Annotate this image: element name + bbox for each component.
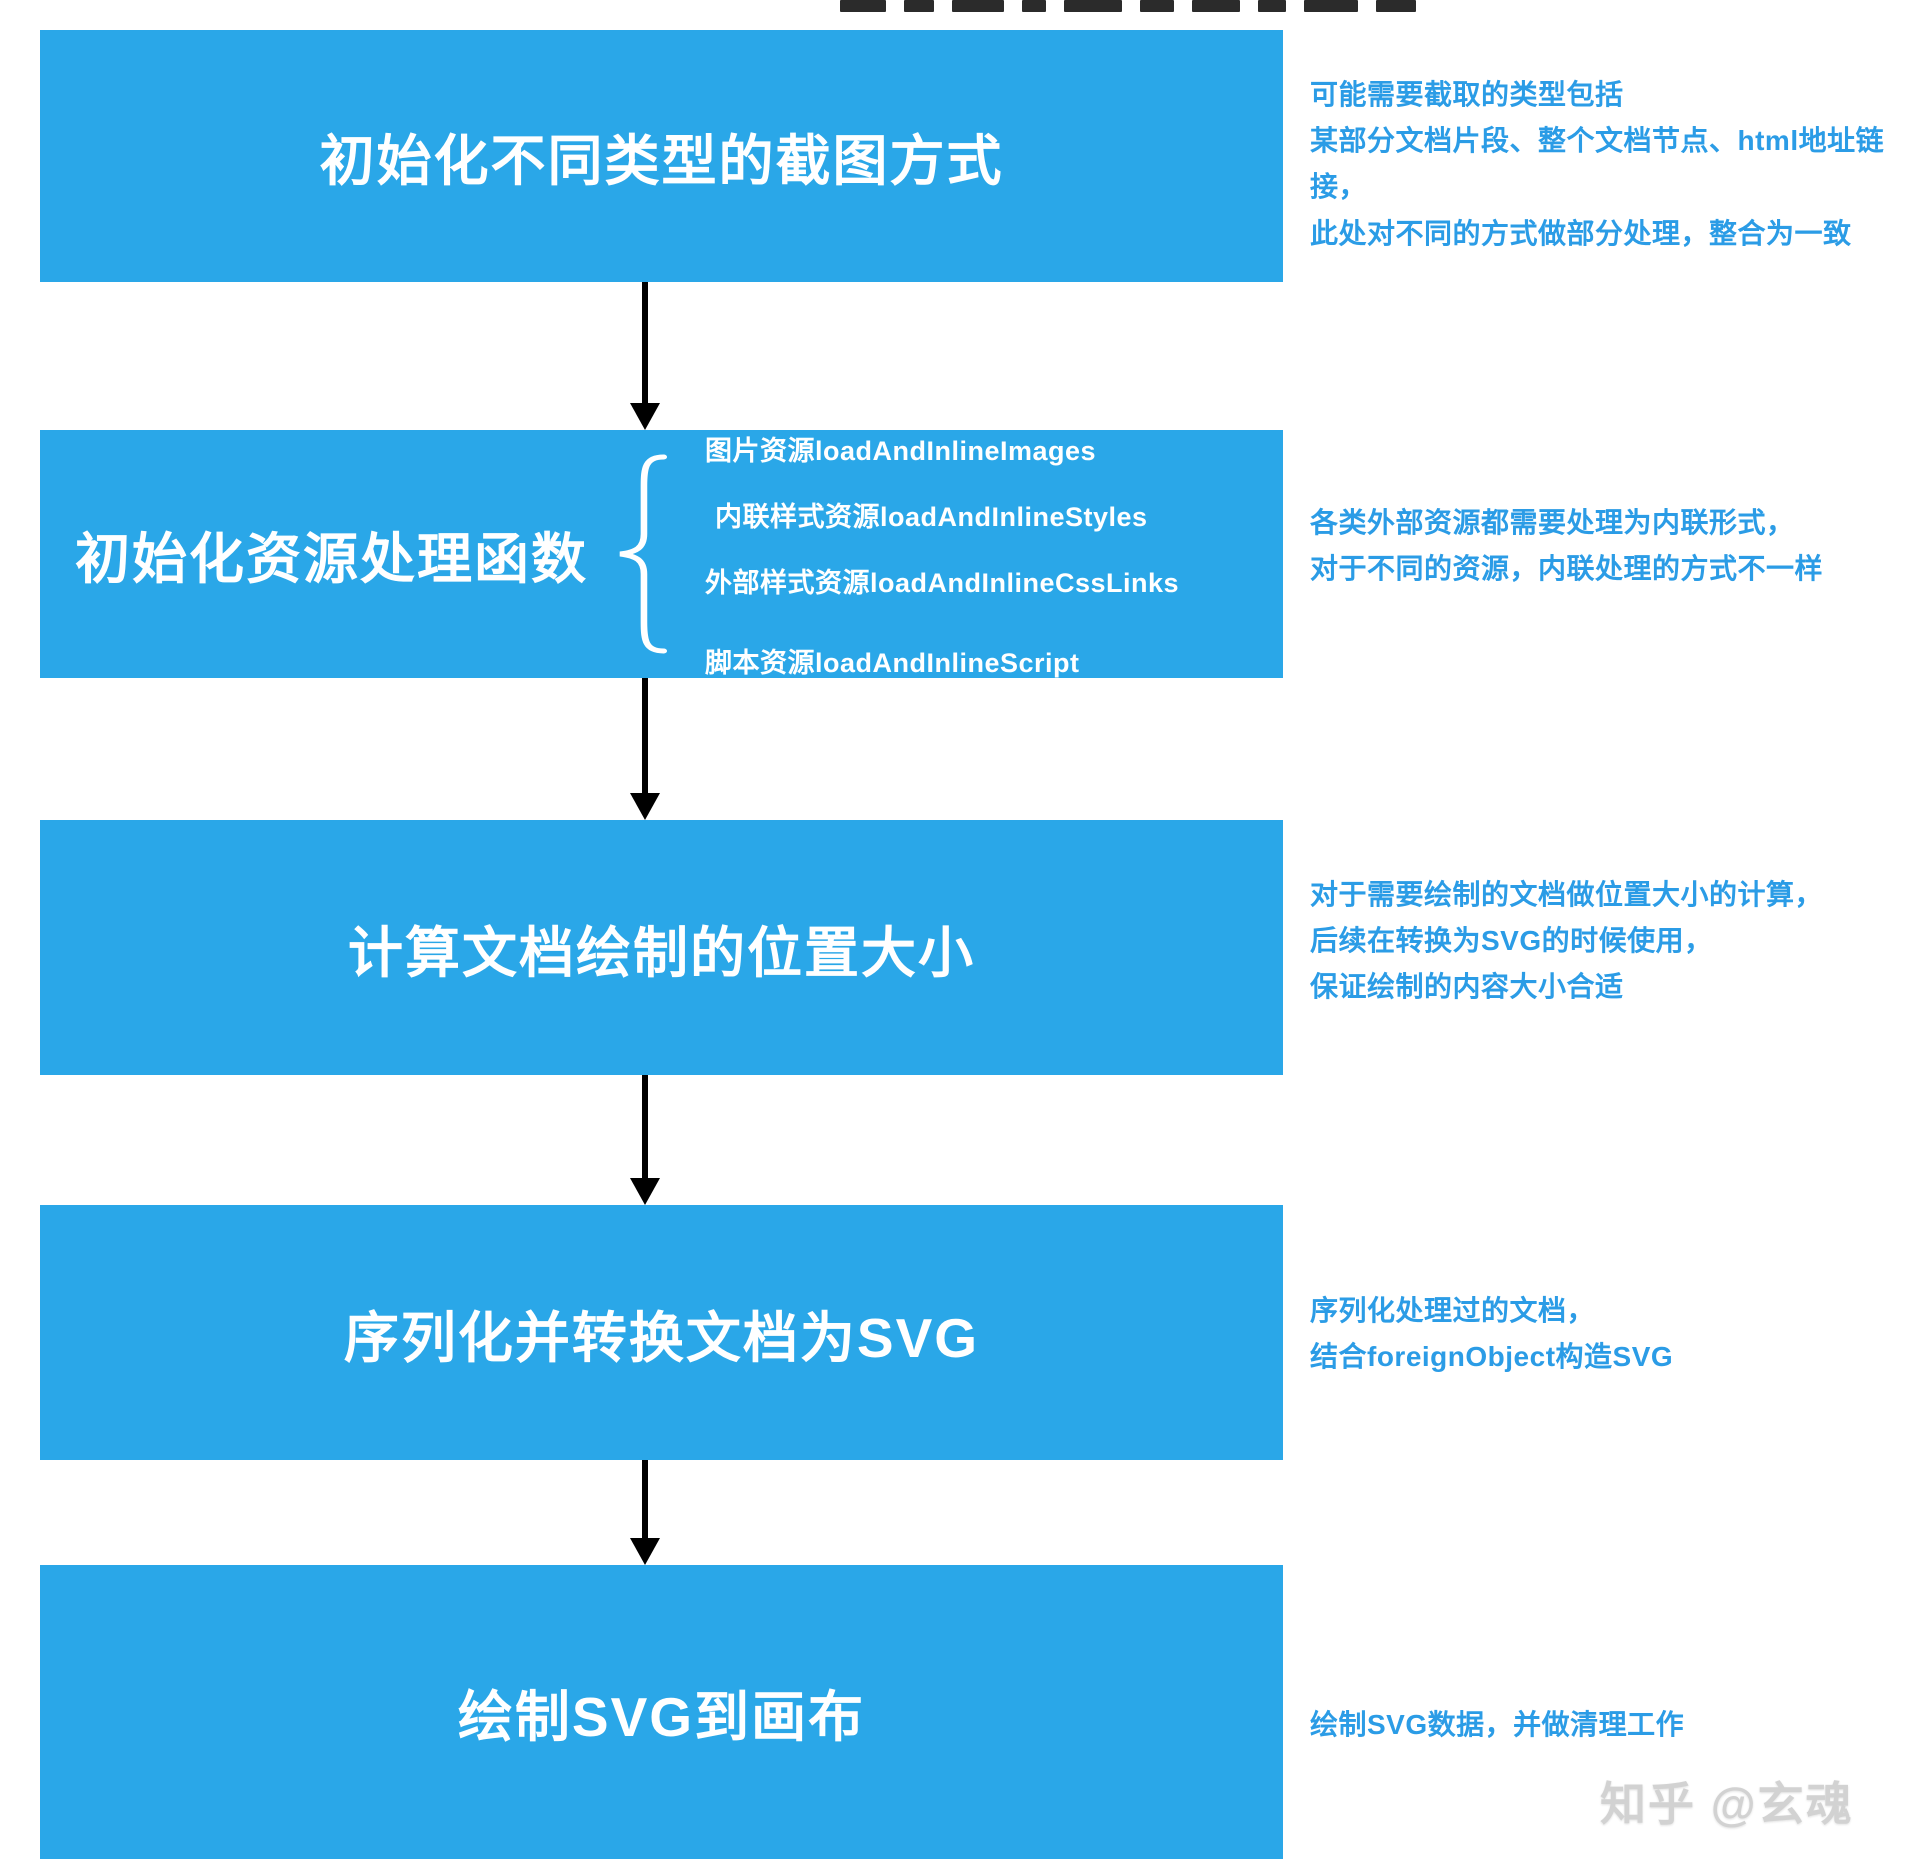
flow-step-2-label: 初始化资源处理函数 — [74, 528, 588, 590]
arrow-step2-to-step3 — [630, 678, 660, 820]
flow-step-1-label: 初始化不同类型的截图方式 — [319, 130, 1004, 192]
arrow-shaft — [642, 282, 648, 403]
fragment — [952, 0, 1004, 12]
fragment — [1304, 0, 1358, 12]
cropped-title-fragments — [840, 0, 1580, 16]
fragment — [1376, 0, 1416, 12]
flow-step-4-note: 序列化处理过的文档， 结合foreignObject构造SVG — [1310, 1295, 1674, 1373]
arrow-step4-to-step5 — [630, 1460, 660, 1565]
flow-step-4-label: 序列化并转换文档为SVG — [343, 1306, 980, 1369]
resource-item-styles: 内联样式资源loadAndInlineStyles — [715, 501, 1148, 532]
arrow-step1-to-step2 — [630, 282, 660, 430]
flow-step-5-note: 绘制SVG数据，并做清理工作 — [1310, 1709, 1685, 1740]
arrow-shaft — [642, 1075, 648, 1178]
resource-item-csslinks: 外部样式资源loadAndInlineCssLinks — [705, 567, 1180, 598]
resource-item-script: 脚本资源loadAndInlineScript — [705, 647, 1080, 678]
brace-icon — [611, 454, 669, 654]
arrow-shaft — [642, 678, 648, 793]
flow-step-2-box: 初始化资源处理函数 图片资源loadAndInlineImages 内联样式资源… — [40, 430, 1283, 678]
fragment — [904, 0, 934, 12]
resource-item-images: 图片资源loadAndInlineImages — [705, 435, 1097, 466]
fragment — [840, 0, 886, 12]
fragment — [1192, 0, 1240, 12]
flow-step-2-note: 各类外部资源都需要处理为内联形式， 对于不同的资源，内联处理的方式不一样 — [1310, 507, 1824, 585]
arrow-step3-to-step4 — [630, 1075, 660, 1205]
fragment — [1140, 0, 1174, 12]
fragment — [1064, 0, 1122, 12]
flow-step-3-label: 计算文档绘制的位置大小 — [347, 921, 975, 984]
fragment — [1258, 0, 1286, 12]
flow-step-1-box: 初始化不同类型的截图方式 — [40, 30, 1283, 282]
flow-step-5-label: 绘制SVG到画布 — [457, 1686, 866, 1748]
arrow-head-icon — [630, 793, 660, 820]
flow-step-3-box: 计算文档绘制的位置大小 — [40, 820, 1283, 1075]
arrow-head-icon — [630, 403, 660, 430]
flow-step-1-note: 可能需要截取的类型包括 某部分文档片段、整个文档节点、html地址链接， 此处对… — [1310, 79, 1885, 249]
arrow-shaft — [642, 1460, 648, 1538]
arrow-head-icon — [630, 1538, 660, 1565]
flow-step-4-box: 序列化并转换文档为SVG — [40, 1205, 1283, 1460]
flow-step-3-note: 对于需要绘制的文档做位置大小的计算， 后续在转换为SVG的时候使用， 保证绘制的… — [1310, 879, 1824, 1003]
flow-step-5-box: 绘制SVG到画布 — [40, 1565, 1283, 1859]
arrow-head-icon — [630, 1178, 660, 1205]
watermark: 知乎 @玄魂 — [1600, 1778, 1854, 1830]
fragment — [1022, 0, 1046, 12]
resource-function-list: 图片资源loadAndInlineImages 内联样式资源loadAndInl… — [705, 429, 1179, 680]
